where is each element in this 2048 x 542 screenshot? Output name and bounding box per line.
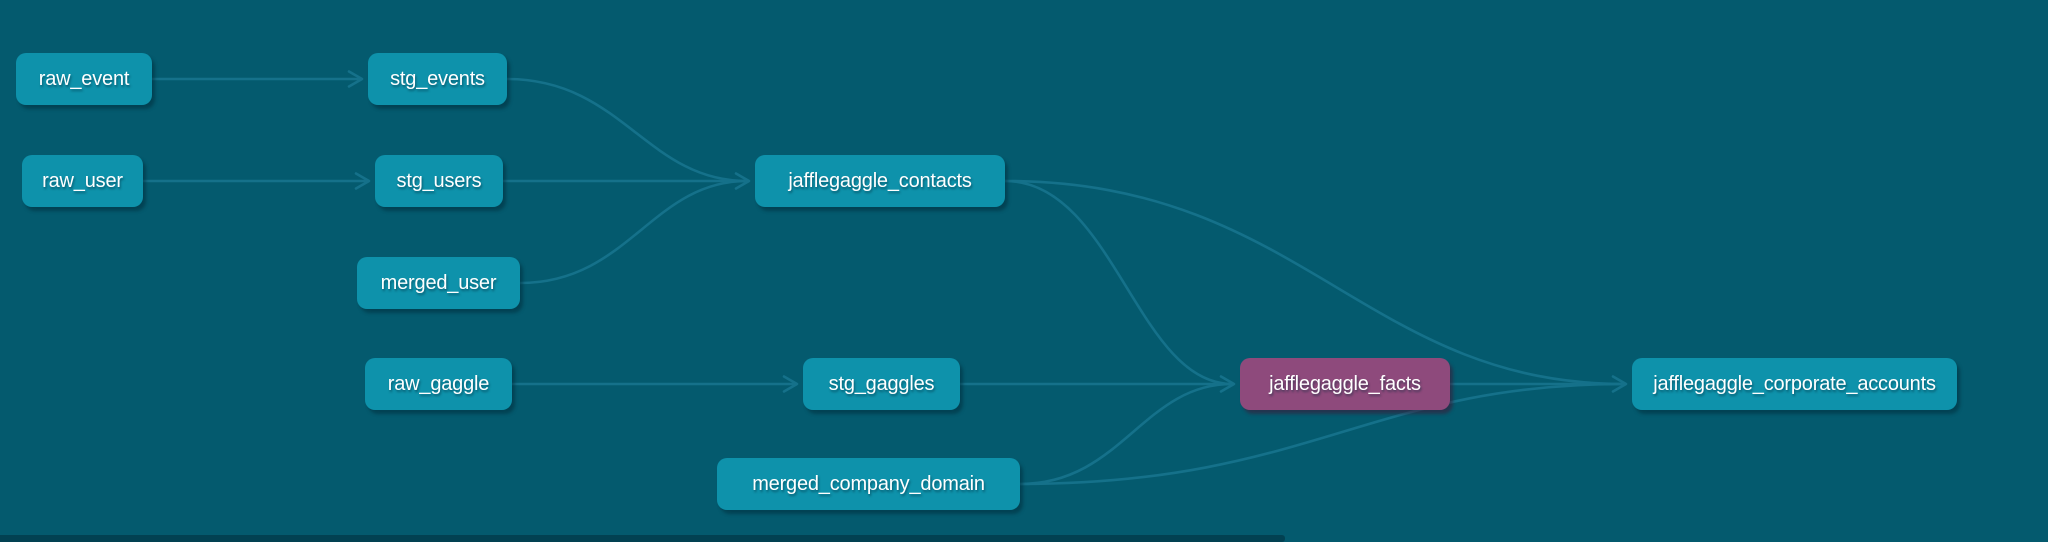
edge-merged_user-to-jafflegaggle_contacts bbox=[518, 179, 749, 285]
node-jafflegaggle_facts[interactable]: jafflegaggle_facts bbox=[1240, 358, 1450, 410]
arrowhead-into-jafflegaggle_contacts bbox=[734, 172, 751, 190]
edge-jafflegaggle_contacts-to-jafflegaggle_corporate_accounts bbox=[1003, 179, 1626, 386]
node-merged_user[interactable]: merged_user bbox=[357, 257, 520, 309]
node-jafflegaggle_contacts[interactable]: jafflegaggle_contacts bbox=[755, 155, 1005, 207]
node-raw_gaggle[interactable]: raw_gaggle bbox=[365, 358, 512, 410]
node-raw_event[interactable]: raw_event bbox=[16, 53, 152, 105]
arrowhead-into-stg_users bbox=[354, 172, 371, 190]
arrowhead-into-stg_events bbox=[347, 70, 364, 88]
node-stg_users[interactable]: stg_users bbox=[375, 155, 503, 207]
node-stg_events[interactable]: stg_events bbox=[368, 53, 507, 105]
arrowhead-into-jafflegaggle_facts bbox=[1219, 375, 1236, 393]
node-stg_gaggles[interactable]: stg_gaggles bbox=[803, 358, 960, 410]
node-merged_company_domain[interactable]: merged_company_domain bbox=[717, 458, 1020, 510]
horizontal-scrollbar-thumb[interactable] bbox=[0, 535, 1285, 542]
node-raw_user[interactable]: raw_user bbox=[22, 155, 143, 207]
node-jafflegaggle_corporate_accounts[interactable]: jafflegaggle_corporate_accounts bbox=[1632, 358, 1957, 410]
edge-jafflegaggle_contacts-to-jafflegaggle_facts bbox=[1003, 179, 1234, 386]
arrowhead-into-stg_gaggles bbox=[782, 375, 799, 393]
arrowhead-into-jafflegaggle_corporate_accounts bbox=[1611, 375, 1628, 393]
edge-stg_events-to-jafflegaggle_contacts bbox=[505, 77, 749, 183]
edge-merged_company_domain-to-jafflegaggle_facts bbox=[1018, 382, 1234, 486]
